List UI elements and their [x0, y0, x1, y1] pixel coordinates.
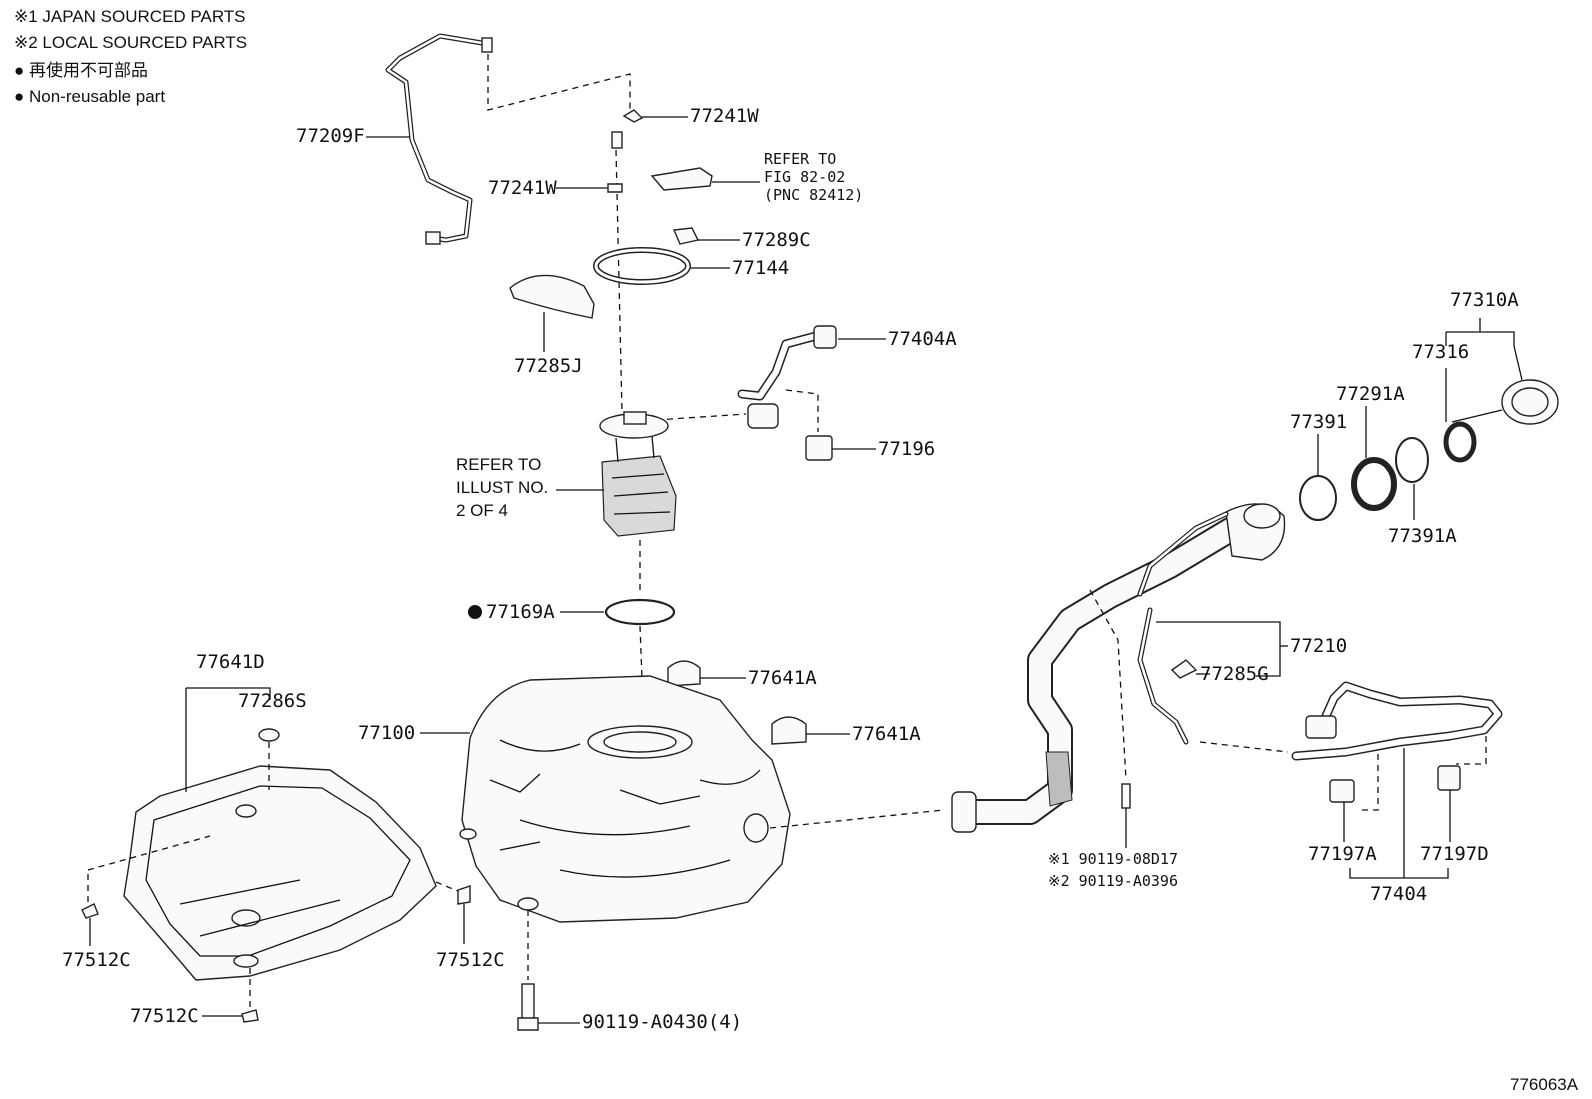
cap-seal-77316 — [1443, 421, 1477, 463]
label-77209F: 77209F — [296, 125, 365, 147]
label-77241W-mid: 77241W — [488, 177, 557, 199]
legend-japan-sourced: ※1 JAPAN SOURCED PARTS — [14, 7, 246, 26]
clamp-77197A — [1329, 779, 1355, 803]
gasket-77391A — [1395, 437, 1429, 483]
fuel-pump-module — [599, 411, 677, 537]
label-77391: 77391 — [1290, 411, 1347, 433]
refer-fig-line2: FIG 82-02 — [764, 168, 845, 186]
filler-ring-77291A — [1351, 457, 1397, 511]
label-90119-A0430: 90119-A0430(4) — [582, 1011, 742, 1033]
label-77512C-bottom: 77512C — [130, 1005, 199, 1027]
clamp-77196 — [805, 435, 833, 461]
label-77286S: 77286S — [238, 690, 307, 712]
fuel-cap-77310A — [1451, 379, 1559, 425]
refer-fig-line1: REFER TO — [764, 150, 836, 168]
label-77316: 77316 — [1412, 341, 1469, 363]
label-77289C: 77289C — [742, 229, 811, 251]
label-77144: 77144 — [732, 257, 789, 279]
refer-illust-line2: ILLUST NO. — [456, 478, 548, 497]
fuel-tube-77209F — [385, 33, 493, 245]
label-77512C-left: 77512C — [62, 949, 131, 971]
bolt-90119-A0430 — [517, 983, 539, 1031]
label-77241W-top: 77241W — [690, 105, 759, 127]
clip-77285G — [1170, 659, 1198, 679]
harness-bracket — [650, 167, 713, 191]
refer-illust-line3: 2 OF 4 — [456, 501, 508, 520]
legend-nonreusable-jp: ● 再使用不可部品 — [14, 60, 148, 80]
fuel-tank-77100 — [459, 675, 791, 923]
refer-illust-line1: REFER TO — [456, 455, 541, 474]
label-90119-08D17: ※1 90119-08D17 — [1048, 850, 1178, 868]
protector-77285J — [509, 274, 595, 319]
figure-id: 776063A — [1510, 1075, 1579, 1094]
label-77169A: 77169A — [486, 601, 555, 623]
label-77641A-right: 77641A — [852, 723, 921, 745]
label-77391A: 77391A — [1388, 525, 1457, 547]
clip-77241W-mid — [607, 183, 623, 193]
tank-protector-77641D — [123, 765, 437, 981]
retainer-ring-77144 — [593, 247, 691, 285]
refer-fig-line3: (PNC 82412) — [764, 186, 863, 204]
quick-connector — [611, 131, 623, 149]
hose-assy-77404 — [1291, 681, 1503, 761]
clip-77289C — [672, 227, 700, 245]
label-77291A: 77291A — [1336, 383, 1405, 405]
clip-77512C-left — [81, 903, 99, 919]
label-77404: 77404 — [1370, 883, 1427, 905]
legend: ※1 JAPAN SOURCED PARTS ※2 LOCAL SOURCED … — [14, 7, 247, 106]
label-90119-A0396: ※2 90119-A0396 — [1048, 872, 1178, 890]
vent-hose-77404A — [737, 325, 837, 429]
label-77512C-right: 77512C — [436, 949, 505, 971]
label-77641D: 77641D — [196, 651, 265, 673]
label-77196: 77196 — [878, 438, 935, 460]
legend-nonreusable-en: ● Non-reusable part — [14, 87, 165, 106]
label-77641A-top: 77641A — [748, 667, 817, 689]
label-77197D: 77197D — [1420, 843, 1489, 865]
cap-77641A-top — [667, 660, 701, 687]
label-77197A: 77197A — [1308, 843, 1377, 865]
label-77285J: 77285J — [514, 355, 583, 377]
label-77310A: 77310A — [1450, 289, 1519, 311]
clip-77241W-top — [622, 109, 644, 123]
cap-77641A-right — [771, 716, 807, 745]
clip-77512C-right — [457, 885, 471, 905]
label-77100: 77100 — [358, 722, 415, 744]
gasket-77391 — [1299, 475, 1337, 521]
clip-77512C-bottom — [241, 1009, 259, 1023]
label-77285G: 77285G — [1200, 663, 1269, 685]
clamp-77197D — [1437, 765, 1461, 791]
legend-local-sourced: ※2 LOCAL SOURCED PARTS — [14, 33, 247, 52]
label-77210: 77210 — [1290, 635, 1347, 657]
label-77404A: 77404A — [888, 328, 957, 350]
filler-pipe-77210 — [951, 503, 1286, 833]
bolt-90119-08D17 — [1121, 783, 1131, 809]
nonreusable-dot-icon — [468, 605, 482, 619]
gasket-77169A — [604, 598, 676, 626]
nut-77286S — [258, 728, 280, 742]
